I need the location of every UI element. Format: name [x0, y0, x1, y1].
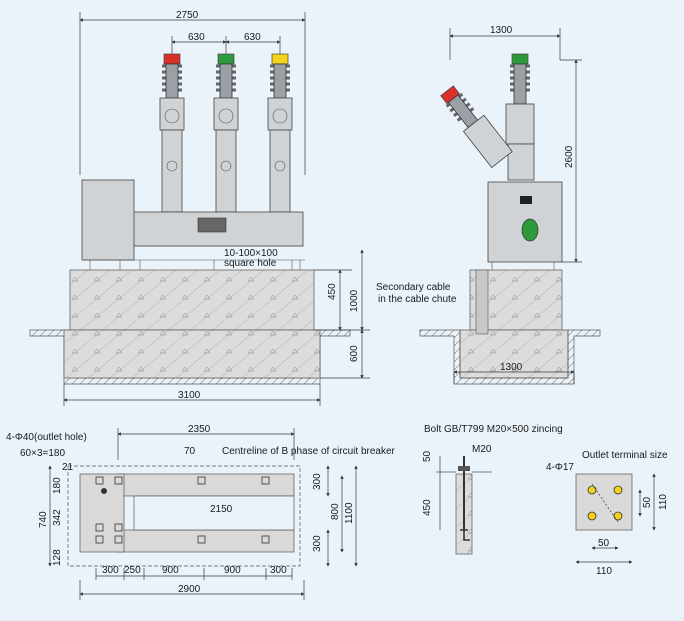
- bolt-dim-450: 450: [422, 499, 433, 516]
- bolt-detail: Bolt GB/T799 M20×500 zincing M20 50 450: [422, 424, 563, 555]
- front-foundation: [69, 269, 315, 331]
- plan-outline: [67, 465, 301, 567]
- side-width-top: 1300: [490, 25, 513, 36]
- plan-bottom-dim-3: 900: [162, 565, 179, 576]
- side-view: 1300 2600 Secondary cable in the cab: [376, 25, 601, 385]
- control-cabinet: [81, 179, 135, 261]
- plan-top-width: 2350: [188, 424, 211, 435]
- plan-spacing-note: 60×3=180: [20, 448, 65, 459]
- side-cable-note-2: in the cable chute: [378, 294, 457, 305]
- pole-spacing-1: 630: [188, 32, 205, 43]
- plan-dim-740: 740: [38, 511, 49, 528]
- terminal-title: Outlet terminal size: [582, 450, 668, 461]
- front-width-top: 2750: [176, 10, 199, 21]
- front-dim-450: 450: [327, 283, 338, 300]
- plan-dim-70: 70: [184, 446, 196, 457]
- plan-dim-128: 128: [52, 549, 63, 566]
- plan-overall-width: 2900: [178, 584, 201, 595]
- front-view: 2750 630 630: [29, 10, 370, 406]
- plan-dim-180: 180: [52, 477, 63, 494]
- terminal-dim-50-h: 50: [598, 538, 610, 549]
- front-hole-note-1: 10-100×100: [224, 248, 278, 259]
- terminal-holes: 4-Φ17: [546, 462, 574, 473]
- front-dim-1000: 1000: [349, 289, 360, 312]
- side-cable-note-1: Secondary cable: [376, 282, 451, 293]
- front-dim-600: 600: [349, 345, 360, 362]
- terminal-detail: Outlet terminal size 4-Φ17 50 110 50 110: [546, 450, 669, 577]
- plan-bottom-dim-5: 300: [270, 565, 287, 576]
- terminal-dim-110-v: 110: [658, 494, 669, 510]
- side-base-width: 1300: [500, 362, 523, 373]
- plan-inner-width: 2150: [210, 504, 233, 515]
- plan-bottom-dim-4: 900: [224, 565, 241, 576]
- terminal-dim-50-v: 50: [642, 496, 653, 508]
- plan-right-300-bottom: 300: [312, 535, 323, 552]
- front-hole-note-2: square hole: [224, 258, 277, 269]
- plan-centreline-note: Centreline of B phase of circuit breaker: [222, 446, 396, 457]
- pole-b: [213, 53, 239, 213]
- plan-outlet-hole: 4-Φ40(outlet hole): [6, 432, 87, 443]
- bolt-title: Bolt GB/T799 M20×500 zincing: [424, 424, 563, 435]
- bolt-dim-50: 50: [422, 450, 433, 462]
- pole-spacing-2: 630: [244, 32, 261, 43]
- plan-view: 2350 4-Φ40(outlet hole) 60×3=180 70 Cent…: [6, 424, 396, 600]
- terminal-dim-110-h: 110: [596, 566, 612, 577]
- indicator-window: [521, 218, 539, 242]
- plan-dim-342: 342: [52, 509, 63, 526]
- plan-right-800: 800: [330, 503, 341, 520]
- side-height: 2600: [564, 145, 575, 168]
- plan-bottom-dim-2: 250: [124, 565, 141, 576]
- pole-c: [267, 53, 293, 213]
- bolt-thread: M20: [472, 444, 492, 455]
- plan-right-1100: 1100: [344, 502, 355, 524]
- front-base-width: 3100: [178, 390, 201, 401]
- plan-right-300-top: 300: [312, 473, 323, 490]
- pole-a: [159, 53, 185, 213]
- plan-bottom-dim-1: 300: [102, 565, 119, 576]
